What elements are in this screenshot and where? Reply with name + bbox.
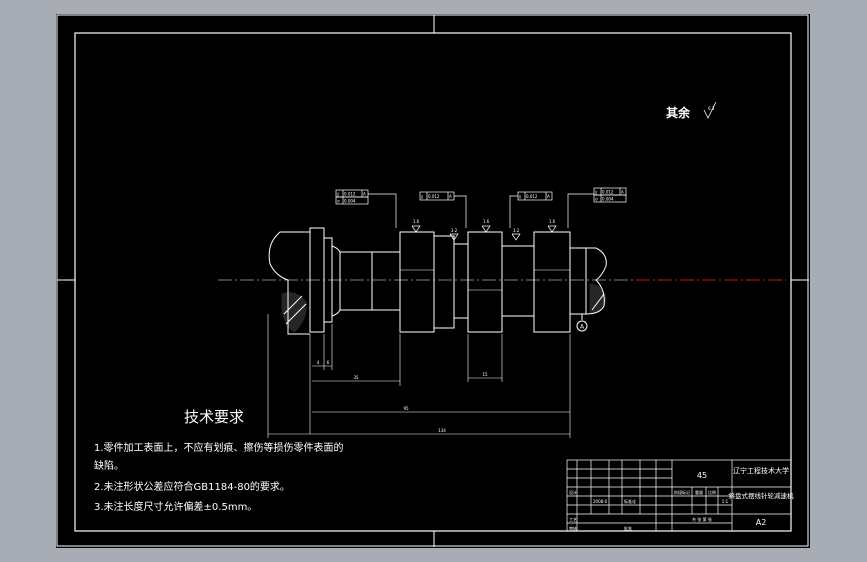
tf1-sym2: ⌭ <box>337 199 340 204</box>
tech-req-title: 技术要求 <box>184 408 245 426</box>
tb-standard: 标准化 <box>624 498 636 504</box>
roughness-3: 1.6 <box>483 219 490 224</box>
tolerance-frame-1 <box>335 189 397 228</box>
roughness-symbol-general <box>703 101 717 119</box>
title-block <box>566 459 792 532</box>
roughness-5: 1.6 <box>549 219 556 224</box>
tf4-sym: ∥ <box>595 190 597 195</box>
dim-134: 134 <box>438 428 446 433</box>
tb-school: 辽宁工程技术大学 <box>733 466 789 475</box>
tb-sheet-count: 共 张 第 张 <box>692 516 712 522</box>
eccentric-2 <box>467 231 503 333</box>
tb-designer: 设计 <box>569 489 577 495</box>
tb-part-name: 斜盘式摆线针轮减速机 <box>729 491 795 500</box>
shaft <box>268 227 607 335</box>
tf1-ref: A <box>363 192 366 197</box>
tech-req-line3: 3.未注长度尺寸允许偏差±0.5mm。 <box>94 502 258 513</box>
dim-6: 6 <box>327 360 330 365</box>
tb-scale: 1:1 <box>722 499 729 504</box>
cad-drawing: A ∥ 0.012 A ⌭ 0.004 ∥ 0.012 A ∥ 0.012 A <box>56 14 809 547</box>
tolerance-frame-4 <box>567 187 627 228</box>
tb-material: 45 <box>697 471 707 480</box>
tb-sheet-size: A2 <box>756 518 767 527</box>
datum-label: A <box>580 324 585 331</box>
tf3-val: 0.012 <box>526 194 538 199</box>
tf4-val: 0.012 <box>602 190 614 195</box>
drawing-sheet: A ∥ 0.012 A ⌭ 0.004 ∥ 0.012 A ∥ 0.012 A <box>56 14 810 548</box>
tf2-ref: A <box>449 194 452 199</box>
tf1-val2: 0.004 <box>344 199 356 204</box>
tech-req-line1b: 缺陷。 <box>94 461 124 472</box>
datum-circle <box>576 320 588 332</box>
surface-note-roughness: 6.3 <box>708 106 715 111</box>
surface-note-text: 其余 <box>666 105 691 120</box>
tb-stage-label: 阶段标记 <box>674 489 690 495</box>
dim-15: 15 <box>482 372 488 377</box>
spacer-1 <box>453 243 469 319</box>
tf4-val2: 0.004 <box>602 197 614 202</box>
tb-check: 审核 <box>569 525 577 531</box>
right-shaft-end <box>585 247 607 315</box>
tf4-ref: A <box>621 190 624 195</box>
tech-req-line2: 2.未注形状公差应符合GB1184-80的要求。 <box>94 482 290 493</box>
tf2-sym: ∥ <box>421 194 423 199</box>
roughness-4: 3.2 <box>513 228 520 233</box>
shoulder-1 <box>323 237 333 323</box>
sleeve-1 <box>433 235 455 329</box>
tolerance-frame-3 <box>509 191 553 228</box>
roughness-symbols <box>411 225 557 241</box>
tf1-sym: ∥ <box>337 192 339 197</box>
tb-weight-label: 重量 <box>695 489 703 495</box>
left-shaft-end <box>268 231 310 335</box>
tf2-val: 0.012 <box>428 194 440 199</box>
eccentric-3 <box>533 231 571 333</box>
tb-approve: 批准 <box>624 525 632 531</box>
tech-req-line1: 1.零件加工表面上，不应有划痕、擦伤等损伤零件表面的 <box>94 443 344 454</box>
tf4-sym2: ⌭ <box>595 197 598 202</box>
dim-35: 35 <box>353 375 359 380</box>
dim-95: 95 <box>403 406 409 411</box>
tf3-ref: A <box>547 194 550 199</box>
outer-border <box>56 14 809 547</box>
dim-4: 4 <box>317 360 320 365</box>
journal-1 <box>339 251 401 311</box>
tf3-sym: ∥ <box>519 194 521 199</box>
journal-2 <box>569 247 587 315</box>
roughness-2: 3.2 <box>451 228 458 233</box>
tolerance-frame-2 <box>419 191 467 228</box>
roughness-1: 1.6 <box>413 219 420 224</box>
eccentric-1 <box>399 231 435 333</box>
tb-scale-label: 比例 <box>708 489 716 495</box>
tf1-val: 0.012 <box>344 192 356 197</box>
tb-process: 工艺 <box>569 517 577 522</box>
tb-date: 2008.6 <box>593 499 607 504</box>
dimension-lines <box>267 314 571 438</box>
inner-border <box>74 32 792 532</box>
spacer-2 <box>501 245 535 317</box>
